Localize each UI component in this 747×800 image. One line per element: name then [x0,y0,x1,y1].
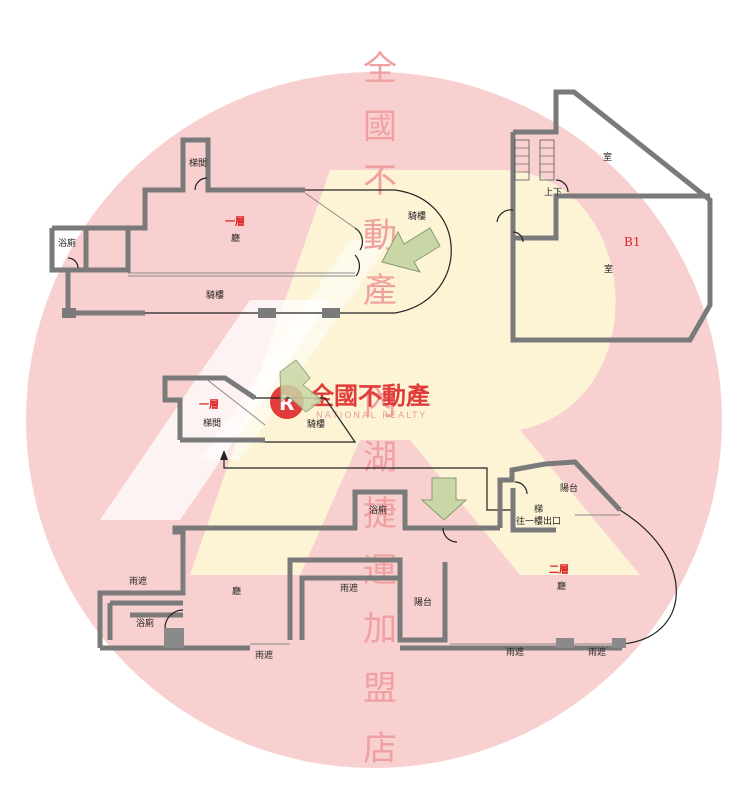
floor2-balcony-mid: 陽台 [414,596,432,608]
watermark-vertical-text: 全 國 不 動 產 內 湖 捷 運 加 盟 店 [363,49,397,769]
floor1-door-bath [67,257,79,269]
floor1s-wall [162,375,257,440]
floor1-hall-label: 廳 [231,232,240,244]
brand-name: 全國不動產 [309,382,430,410]
wm-char-12: 店 [363,729,397,769]
floor1-door-entry-2 [354,254,361,277]
floor2-hall-label: 廳 [232,585,241,597]
floor2-hall-right: 廳 [557,580,566,592]
floor1-stair-label: 梯間 [189,157,207,169]
floor1-bath-label: 浴廁 [58,237,76,249]
floor2-corridor-bottom-right: 雨遮 [588,646,606,658]
floor1-diag-window [304,192,356,229]
floor1s-arcade-label: 騎樓 [307,418,325,430]
wm-char-8: 捷 [363,494,397,534]
b1-outer-wall [510,89,713,343]
exit-route-line [223,458,514,511]
wm-char-5: 產 [363,271,397,311]
floor2-inner-right [510,488,556,533]
wm-char-2: 國 [363,107,397,147]
b1-door-1 [555,179,569,193]
floor2-door-2 [164,609,184,629]
b1-inner-wall [513,193,710,241]
floor1-arcade-right: 騎樓 [408,210,426,222]
b1-title: B1 [624,235,640,249]
floor2-plan: 雨遮 浴廁 廳 雨遮 陽台 浴廁 梯 往一樓出口 陽台 二層 廳 雨遮 雨遮 雨… [97,459,677,661]
floor2-door-1 [442,527,458,543]
floor2-balcony-right: 陽台 [560,482,578,494]
watermark-r-shape [190,170,640,575]
b1-room-top: 室 [603,151,612,163]
floor1-col-1 [62,308,76,318]
floor2-bath-left: 浴廁 [136,617,154,629]
floor1-entry-arrow [381,227,441,273]
floor1-door-stair [194,177,208,191]
floor2-stair-label: 梯 [534,503,543,515]
b1-stair-note: 上下 [544,187,562,198]
b1-door-2 [496,209,514,223]
floor2-inner-wall-2 [287,557,448,643]
exit-route [220,450,514,511]
floor2-corridor-bottom-left: 雨遮 [255,649,273,661]
floor1-plan: 梯間 一層 廳 浴廁 騎樓 騎樓 [49,137,452,318]
wm-char-6: 內 [363,383,397,423]
floor2-col-2 [556,638,574,648]
floor1s-diag-window [204,377,266,426]
floor1-door-entry-1 [354,227,364,251]
floor1s-stair-label: 梯間 [203,417,221,429]
floor2-inner-wall-3 [299,575,400,640]
wm-char-9: 運 [363,551,397,591]
floor2-left-wall [97,489,500,648]
floor1s-title: 一層 [199,399,219,411]
floor1-small-plan: 一層 梯間 騎樓 [162,359,357,443]
b1-door-3 [512,231,524,243]
watermark-background [26,72,722,768]
floor2-inner-wall-1 [107,600,183,640]
floor2-title: 二層 [549,564,569,576]
wm-char-10: 加 [363,609,397,649]
floor2-exit-note: 往一樓出口 [516,515,561,527]
exit-route-arrowhead [220,450,228,460]
floor1-col-2 [258,308,276,318]
floor2-corridor-mid: 雨遮 [340,582,358,594]
wm-char-7: 湖 [363,438,397,478]
floor1-col-3 [322,308,340,318]
floor2-curve [619,509,677,645]
floor2-door-3 [514,481,528,495]
wm-char-11: 盟 [363,669,397,709]
floor1-arcade-bottom: 騎樓 [206,289,224,301]
floor1-title: 一層 [225,216,245,228]
brand-sub: NATIONAL REALTY [316,411,427,421]
floor1s-entry-arrow [279,359,323,413]
b1-stair [514,139,555,181]
floor1-outer-wall [49,137,305,313]
floor2-right-wall [497,459,622,528]
floor2-bath-top: 浴廁 [369,504,387,516]
watermark-white-slash-2 [200,240,390,460]
b1-room-main: 室 [604,263,613,275]
floor2-entry-arrow [420,477,468,521]
floor2-corridor-bottom-mid: 雨遮 [506,646,524,658]
floor2-col-3 [612,638,626,648]
floor1-outline [68,189,452,314]
floor2-corridor-top-left: 雨遮 [129,575,147,587]
floor2-col-1 [164,628,184,648]
wm-char-3: 不 [363,161,397,201]
wm-char-1: 全 [363,49,397,89]
basement-plan: 上下 室 B1 室 [496,89,713,343]
